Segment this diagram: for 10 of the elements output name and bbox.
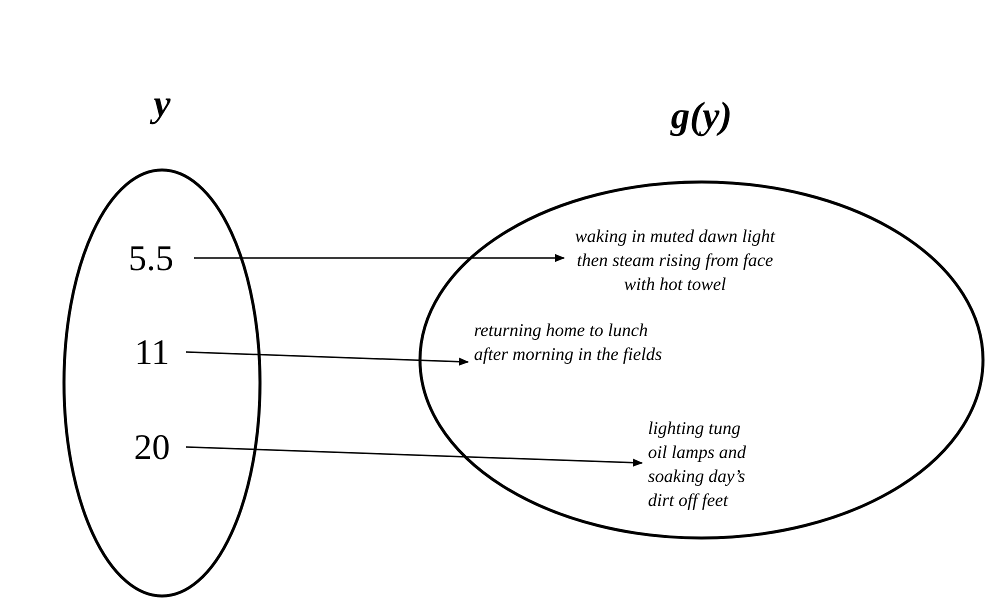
value-label: 5.5 <box>112 236 190 280</box>
image-text: returning home to lunch after morning in the fields <box>474 318 674 392</box>
value-label: 11 <box>122 330 182 374</box>
image-text: lighting tung oil lamps and soaking day’s dirt off feet <box>648 416 760 514</box>
image-text: waking in muted dawn light then steam rising from face with hot towel <box>570 224 780 298</box>
value-label: 20 <box>122 425 182 469</box>
set-heading: g(y) <box>670 94 732 139</box>
arrow <box>194 254 565 262</box>
arrow <box>186 446 643 467</box>
arrow <box>186 351 469 366</box>
